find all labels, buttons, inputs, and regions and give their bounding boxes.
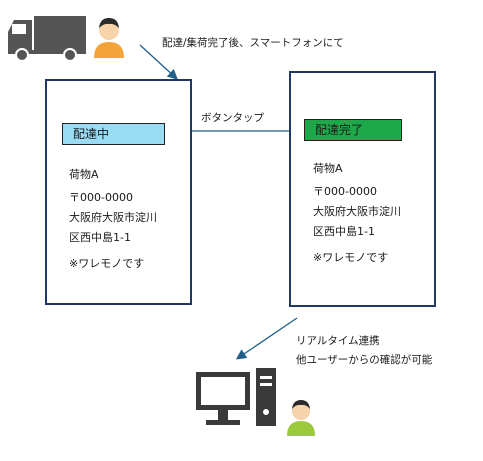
truck-to-phone-arrow bbox=[139, 44, 178, 80]
status-badge-in-delivery[interactable]: 配達中 bbox=[62, 123, 165, 145]
office-user-person-icon bbox=[286, 398, 316, 436]
package-name: 荷物A bbox=[313, 162, 343, 175]
address-line-1: 大阪府大阪市淀川 bbox=[69, 211, 157, 224]
sync-arrow bbox=[235, 317, 298, 360]
phone-after: 配達完了 荷物A 〒000-0000 大阪府大阪市淀川 区西中島1-1 ※ワレモ… bbox=[289, 71, 436, 307]
truck-icon bbox=[6, 14, 88, 62]
fragile-note: ※ワレモノです bbox=[69, 257, 145, 270]
button-tap-caption: ボタンタップ bbox=[201, 112, 264, 124]
address-line-2: 区西中島1-1 bbox=[313, 225, 375, 238]
status-badge-delivered[interactable]: 配達完了 bbox=[304, 119, 402, 141]
phone-before: 配達中 荷物A 〒000-0000 大阪府大阪市淀川 区西中島1-1 ※ワレモノ… bbox=[45, 79, 192, 305]
desktop-computer-icon bbox=[196, 368, 278, 432]
address-line-1: 大阪府大阪市淀川 bbox=[313, 205, 401, 218]
sync-caption-line1: リアルタイム連携 bbox=[296, 335, 380, 347]
sync-caption-line2: 他ユーザーからの確認が可能 bbox=[296, 354, 433, 366]
top-caption: 配達/集荷完了後、スマートフォンにて bbox=[162, 37, 344, 49]
driver-person-icon bbox=[92, 16, 126, 58]
postal-code: 〒000-0000 bbox=[313, 185, 377, 198]
fragile-note: ※ワレモノです bbox=[313, 251, 389, 264]
postal-code: 〒000-0000 bbox=[69, 191, 133, 204]
address-line-2: 区西中島1-1 bbox=[69, 231, 131, 244]
package-name: 荷物A bbox=[69, 168, 99, 181]
